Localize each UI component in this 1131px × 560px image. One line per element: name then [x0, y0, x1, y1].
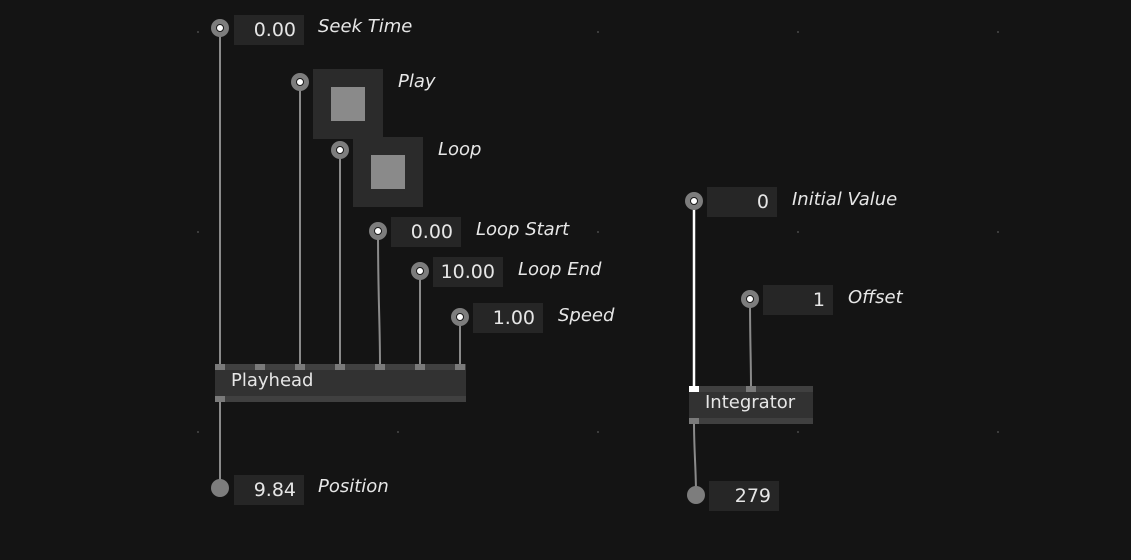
grid-dot — [797, 231, 799, 233]
grid-dot — [197, 431, 199, 433]
seek-time-value[interactable]: 0.00 — [234, 15, 304, 45]
integrator-node[interactable]: Integrator — [689, 386, 813, 424]
grid-dot — [997, 431, 999, 433]
playhead-port-loop[interactable] — [335, 364, 345, 370]
position-value: 9.84 — [234, 475, 304, 505]
playhead-output-bar — [215, 396, 466, 402]
play-pin[interactable] — [291, 73, 309, 91]
offset-label: Offset — [848, 287, 903, 308]
play-toggle[interactable] — [313, 69, 383, 139]
grid-dot — [397, 31, 399, 33]
playhead-port-extra[interactable] — [255, 364, 265, 370]
playhead-port-play[interactable] — [295, 364, 305, 370]
loop-end-value[interactable]: 10.00 — [433, 257, 503, 287]
loop-pin[interactable] — [331, 141, 349, 159]
grid-dot — [197, 31, 199, 33]
playhead-title: Playhead — [231, 370, 314, 391]
offset-pin[interactable] — [741, 290, 759, 308]
initial-value-value[interactable]: 0 — [707, 187, 777, 217]
integrator-title: Integrator — [705, 392, 796, 413]
integrator-output-value: 279 — [709, 481, 779, 511]
grid-dot — [797, 31, 799, 33]
integrator-port-offset[interactable] — [746, 386, 756, 392]
initial-value-pin[interactable] — [685, 192, 703, 210]
loop-toggle[interactable] — [353, 137, 423, 207]
grid-dot — [597, 231, 599, 233]
play-toggle-square — [331, 87, 365, 121]
grid-dot — [797, 431, 799, 433]
position-pin[interactable] — [211, 479, 229, 497]
play-label: Play — [398, 71, 436, 92]
loop-end-pin[interactable] — [411, 262, 429, 280]
grid-dots — [197, 31, 999, 433]
playhead-port-seek-time[interactable] — [215, 364, 225, 370]
playhead-port-speed[interactable] — [455, 364, 465, 370]
loop-label: Loop — [438, 139, 482, 160]
integrator-port-initial-value[interactable] — [689, 386, 699, 392]
position-label: Position — [318, 476, 389, 497]
integrator-port-output[interactable] — [689, 418, 699, 424]
seek-time-label: Seek Time — [318, 16, 413, 37]
seek-time-pin[interactable] — [211, 19, 229, 37]
playhead-port-loop-start[interactable] — [375, 364, 385, 370]
speed-pin[interactable] — [451, 308, 469, 326]
playhead-node[interactable]: Playhead — [215, 364, 466, 402]
playhead-port-loop-end[interactable] — [415, 364, 425, 370]
wire-offset — [749, 298, 752, 389]
grid-dot — [397, 431, 399, 433]
offset-value[interactable]: 1 — [763, 285, 833, 315]
integrator-output-pin[interactable] — [687, 486, 705, 504]
loop-start-value[interactable]: 0.00 — [391, 217, 461, 247]
grid-dot — [597, 31, 599, 33]
speed-label: Speed — [558, 305, 615, 326]
integrator-output-bar — [689, 418, 813, 424]
loop-start-label: Loop Start — [476, 219, 570, 240]
initial-value-label: Initial Value — [792, 189, 898, 210]
grid-dot — [597, 431, 599, 433]
playhead-port-position[interactable] — [215, 396, 225, 402]
grid-dot — [997, 231, 999, 233]
wire-integrator-out — [693, 421, 697, 495]
grid-dot — [197, 231, 199, 233]
grid-dot — [997, 31, 999, 33]
loop-start-pin[interactable] — [369, 222, 387, 240]
wire-loop-start — [377, 230, 381, 367]
loop-toggle-square — [371, 155, 405, 189]
loop-end-label: Loop End — [518, 259, 602, 280]
speed-value[interactable]: 1.00 — [473, 303, 543, 333]
